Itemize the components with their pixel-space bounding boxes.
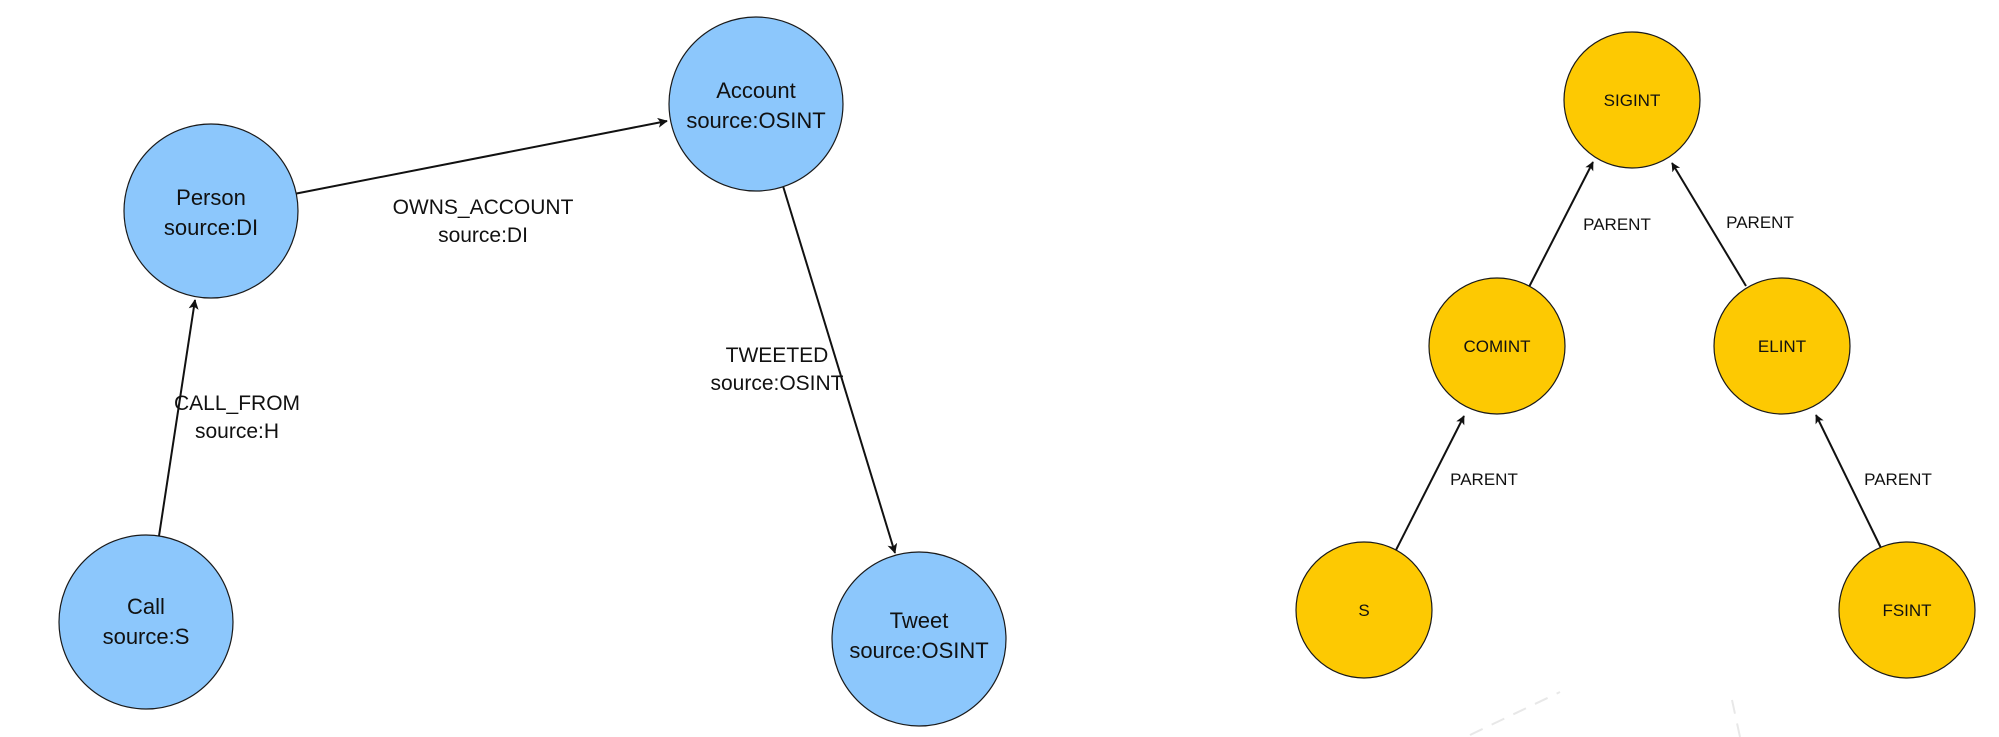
edge-owns-account-type: OWNS_ACCOUNT [393, 196, 574, 219]
edge-call-from-type: CALL_FROM [174, 392, 300, 415]
edge-owns-account [293, 117, 668, 195]
edge-label-tweeted: TWEETED source:OSINT [710, 344, 843, 395]
background-dash [1731, 699, 1741, 737]
edge-owns-account-source: source:DI [438, 224, 528, 247]
edge-fsint-parent [1815, 414, 1882, 549]
node-person[interactable]: Person source:DI [123, 123, 299, 299]
node-account[interactable]: Account source:OSINT [668, 16, 844, 192]
node-fsint[interactable]: FSINT [1838, 541, 1976, 679]
node-sigint-label: SIGINT [1604, 91, 1661, 110]
node-tweet[interactable]: Tweet source:OSINT [831, 551, 1007, 727]
edge-tweeted [782, 185, 898, 554]
edge-comint-parent [1528, 161, 1594, 288]
edge-elint-parent-label: PARENT [1726, 213, 1794, 232]
node-account-label: Account [716, 78, 796, 103]
edge-comint-parent-label: PARENT [1583, 215, 1651, 234]
node-elint-label: ELINT [1758, 337, 1806, 356]
node-comint-label: COMINT [1463, 337, 1530, 356]
edge-call-from-source: source:H [195, 420, 279, 443]
node-comint[interactable]: COMINT [1428, 277, 1566, 415]
node-tweet-source: source:OSINT [849, 638, 988, 663]
edge-s-parent-label: PARENT [1450, 470, 1518, 489]
edge-label-call-from: CALL_FROM source:H [174, 392, 300, 443]
node-person-label: Person [176, 185, 246, 210]
node-person-source: source:DI [164, 215, 258, 240]
node-s-label: S [1358, 601, 1369, 620]
node-account-source: source:OSINT [686, 108, 825, 133]
edge-fsint-parent-label: PARENT [1864, 470, 1932, 489]
node-elint[interactable]: ELINT [1713, 277, 1851, 415]
node-sigint[interactable]: SIGINT [1563, 31, 1701, 169]
edge-s-parent [1395, 415, 1465, 551]
node-call-label: Call [127, 594, 165, 619]
background-dash [1469, 691, 1561, 736]
edge-label-owns-account: OWNS_ACCOUNT source:DI [393, 196, 574, 247]
edge-call-from [158, 299, 199, 537]
node-s[interactable]: S [1295, 541, 1433, 679]
node-fsint-label: FSINT [1882, 601, 1931, 620]
node-call-source: source:S [103, 624, 190, 649]
node-call[interactable]: Call source:S [58, 534, 234, 710]
edge-tweeted-source: source:OSINT [710, 372, 843, 395]
edge-tweeted-type: TWEETED [726, 344, 829, 367]
node-tweet-label: Tweet [890, 608, 949, 633]
edge-elint-parent [1671, 162, 1747, 287]
